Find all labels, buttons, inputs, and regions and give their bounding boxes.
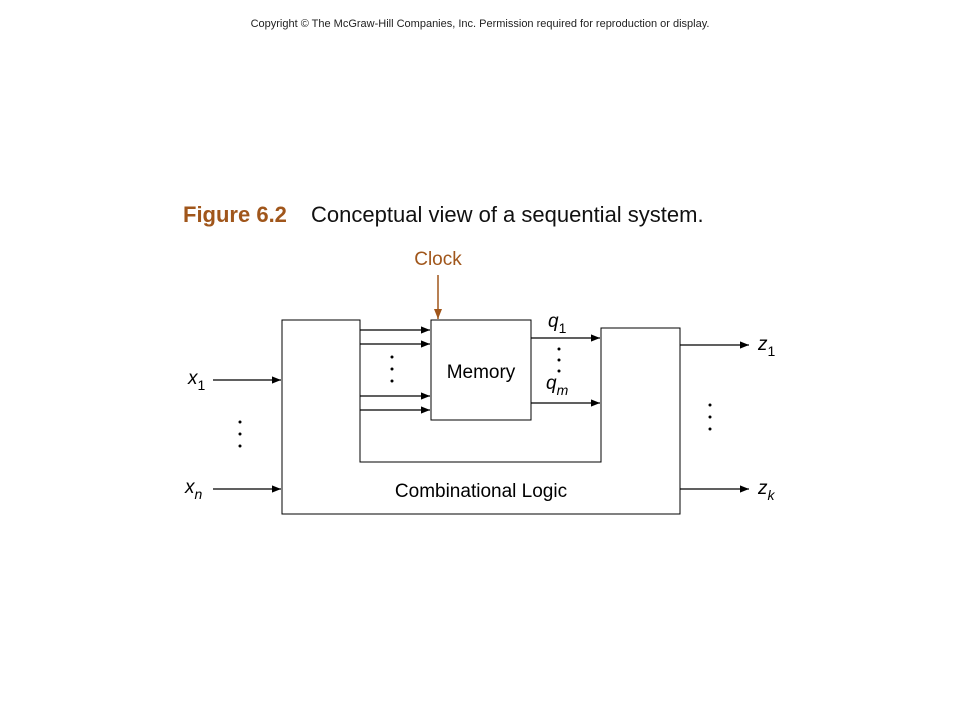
input-label-x1: x1 (187, 368, 206, 393)
state-label-q1: q1 (548, 311, 567, 336)
vertical-ellipsis (708, 403, 712, 431)
figure-title: Figure 6.2 Conceptual view of a sequenti… (183, 202, 704, 228)
copyright-notice: Copyright © The McGraw-Hill Companies, I… (250, 18, 710, 30)
vertical-ellipsis (238, 420, 242, 448)
combinational-logic-label: Combinational Logic (395, 481, 567, 502)
output-label-z1: z1 (757, 334, 776, 359)
output-label-zk: zk (757, 478, 776, 503)
vertical-ellipsis (557, 347, 561, 373)
memory-block (430, 319, 532, 421)
memory-label: Memory (447, 362, 516, 383)
combinational-logic-block (281, 319, 681, 515)
figure-label: Figure 6.2 (183, 202, 287, 227)
clock-label: Clock (414, 249, 462, 270)
memory-input-arrows (360, 326, 430, 414)
state-label-qm: qm (546, 373, 569, 398)
input-label-xn: xn (184, 477, 203, 502)
figure-caption: Conceptual view of a sequential system. (311, 202, 704, 227)
vertical-ellipsis (390, 355, 394, 383)
